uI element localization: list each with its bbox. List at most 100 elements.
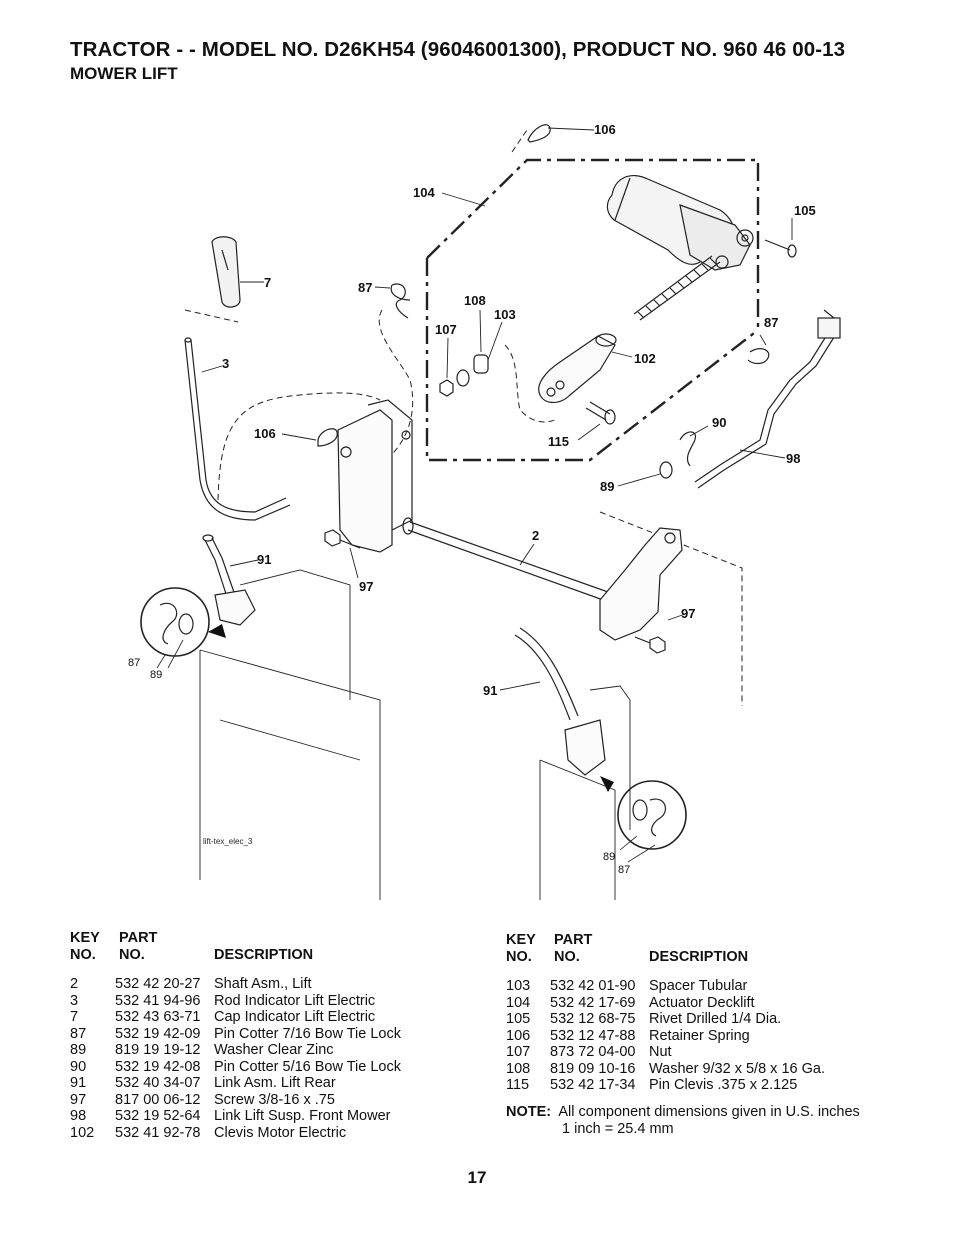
rear-link-left	[202, 534, 256, 626]
part-no: 532 19 42-08	[115, 1058, 201, 1075]
table-row: 108 819 09 10-16 Washer 9/32 x 5/8 x 16 Ga…	[506, 1061, 906, 1078]
part-no: 873 72 04-00	[550, 1044, 636, 1060]
parts-table-header: KEY PART NO. NO. DESCRIPTION	[506, 932, 906, 968]
detail-pointer-right	[600, 776, 614, 792]
description: Link Lift Susp. Front Mower	[214, 1108, 391, 1124]
mower-lift-exploded-diagram: 106 104 105 7 87 108 103 107 102 3 87 10…	[128, 122, 841, 900]
key-no: 90	[70, 1058, 87, 1075]
indicator-cap	[211, 236, 241, 308]
callout-103: 103	[494, 307, 516, 322]
header-part: PART	[554, 932, 593, 948]
key-no: 106	[506, 1027, 531, 1044]
threaded-shaft	[633, 255, 721, 321]
retainer-spring-left	[317, 428, 338, 447]
header-description: DESCRIPTION	[649, 949, 749, 965]
callout-97-left: 97	[359, 579, 373, 594]
part-no: 819 09 10-16	[550, 1060, 636, 1077]
callout-91-right: 91	[483, 683, 497, 698]
washer-front	[659, 461, 673, 479]
header-no: NO.	[70, 947, 96, 963]
deck-outline	[184, 129, 743, 706]
screw-right	[634, 636, 666, 654]
callout-106-top: 106	[594, 122, 616, 137]
key-no: 104	[506, 994, 531, 1011]
header-key: KEY	[70, 930, 100, 946]
table-row: 105 532 12 68-75 Rivet Drilled 1/4 Dia.	[506, 1011, 906, 1028]
description: Washer Clear Zinc	[214, 1042, 334, 1058]
callout-89-detail-left: 89	[150, 669, 162, 681]
page-title: TRACTOR - - MODEL NO. D26KH54 (960460013…	[70, 38, 846, 61]
key-no: 89	[70, 1042, 87, 1058]
description: Shaft Asm., Lift	[214, 976, 312, 992]
key-no: 87	[70, 1025, 87, 1042]
table-row: 89 819 19 19-12 Washer Clear Zinc	[70, 1042, 450, 1059]
callout-3: 3	[222, 356, 229, 371]
part-no: 532 12 47-88	[550, 1027, 636, 1044]
key-no: 105	[506, 1011, 531, 1027]
callout-87-detail-left: 87	[128, 657, 140, 669]
actuator-assembly-outline	[425, 158, 760, 462]
header-part-no: NO.	[119, 947, 145, 963]
part-no: 819 19 19-12	[115, 1042, 201, 1058]
description: Pin Cotter 5/16 Bow Tie Lock	[214, 1058, 401, 1075]
table-row: 106 532 12 47-88 Retainer Spring	[506, 1028, 906, 1045]
callout-105: 105	[794, 203, 816, 218]
part-no: 532 41 94-96	[115, 992, 201, 1009]
key-no: 2	[70, 976, 79, 992]
key-no: 107	[506, 1044, 531, 1060]
mounting-bracket	[337, 399, 413, 553]
key-no: 108	[506, 1060, 531, 1077]
callout-89-detail-right: 89	[603, 851, 615, 863]
rear-link-right	[514, 627, 606, 776]
clevis-motor	[538, 333, 617, 404]
callout-102: 102	[634, 351, 656, 366]
section-title: MOWER LIFT	[70, 64, 178, 83]
retainer-spring-top	[527, 124, 551, 143]
note-label: NOTE:	[506, 1104, 552, 1120]
description: Washer 9/32 x 5/8 x 16 Ga.	[649, 1060, 825, 1077]
callout-2: 2	[532, 528, 539, 543]
callout-87-top: 87	[358, 280, 372, 295]
lift-shaft	[402, 517, 626, 607]
part-no: 532 12 68-75	[550, 1011, 636, 1027]
washer	[456, 369, 470, 387]
description: Rod Indicator Lift Electric	[214, 992, 376, 1009]
part-no: 532 19 42-09	[115, 1025, 201, 1042]
indicator-rod	[184, 337, 291, 521]
part-no: 532 42 01-90	[550, 978, 636, 994]
callout-108: 108	[464, 293, 486, 308]
callout-7: 7	[264, 275, 271, 290]
screw-left	[324, 529, 361, 549]
callout-107: 107	[435, 322, 457, 337]
header-part: PART	[119, 930, 158, 946]
key-no: 115	[506, 1077, 530, 1093]
description: Retainer Spring	[649, 1027, 750, 1044]
callout-91-left: 91	[257, 552, 271, 567]
key-no: 97	[70, 1091, 87, 1108]
callout-98: 98	[786, 451, 800, 466]
page-number: 17	[467, 1168, 487, 1187]
callout-labels: 106 104 105 7 87 108 103 107 102 3 87 10…	[128, 122, 816, 876]
detail-pointer-left	[208, 624, 226, 638]
description: Screw 3/8-16 x .75	[214, 1091, 335, 1108]
header-part-no: NO.	[554, 949, 580, 965]
header-description: DESCRIPTION	[214, 947, 314, 963]
detail-circle-left	[140, 587, 210, 669]
part-no: 532 42 17-69	[550, 994, 636, 1011]
description: Cap Indicator Lift Electric	[214, 1009, 376, 1025]
callout-104: 104	[413, 185, 435, 200]
description: Rivet Drilled 1/4 Dia.	[649, 1011, 782, 1027]
key-no: 102	[70, 1124, 95, 1141]
description: Clevis Motor Electric	[214, 1124, 347, 1141]
nut	[439, 379, 454, 397]
